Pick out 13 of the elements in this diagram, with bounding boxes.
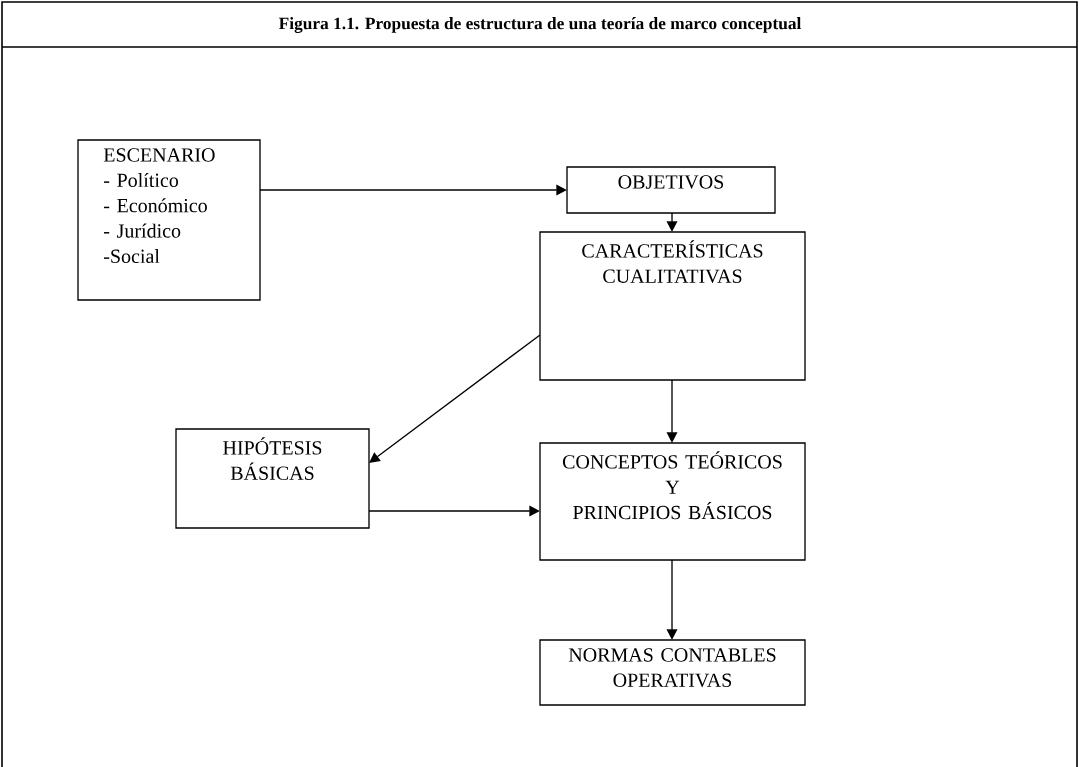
box-text: CARACTERÍSTICAS CUALITATIVAS	[582, 240, 763, 284]
arrow	[666, 212, 678, 232]
arrow	[259, 184, 567, 196]
figure-title: Figura 1.1. Propuesta de estructura de una teoría de marco conceptual	[278, 17, 802, 33]
arrow	[368, 505, 540, 517]
box-text: CONCEPTOS TEÓRICOS Y PRINCIPIOS BÁSICOS	[562, 451, 782, 520]
box-text: ESCENARIO - Político - Económico - Jurídico -Social	[103, 148, 215, 264]
box-text: NORMAS CONTABLES OPERATIVAS	[568, 648, 776, 688]
arrow	[666, 559, 678, 640]
arrow	[369, 334, 541, 463]
box-text: OBJETIVOS	[618, 175, 724, 189]
box-text: HIPÓTESIS BÁSICAS	[223, 437, 322, 480]
arrow	[666, 379, 678, 443]
